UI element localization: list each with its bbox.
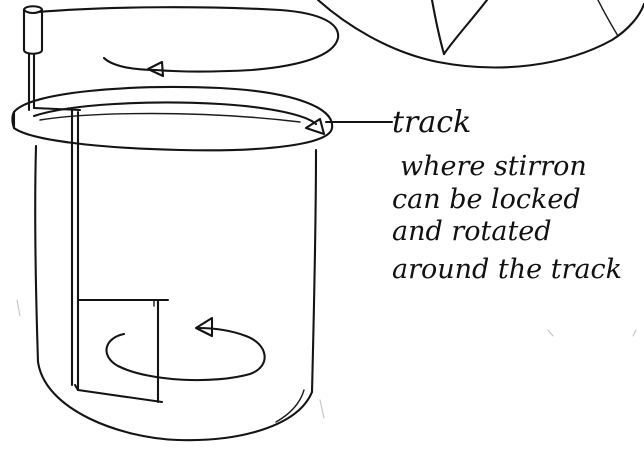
track-direction-arrow [306,119,324,134]
lower-rotation-path [107,318,265,380]
track-label: track [392,105,471,140]
note-line-4: around the track [392,254,622,285]
stirrer-rod [24,6,80,390]
upper-bowl-shape [318,0,644,67]
note-line-3: and rotated [392,216,552,247]
track-description: where stirron can be locked and rotated … [392,151,622,285]
upper-rotation-path [38,7,338,76]
stirrer-paddle [78,300,168,402]
lower-direction-arrow [196,318,212,336]
note-line-2: can be locked [392,184,581,215]
track-ring [13,87,333,150]
note-line-1: where stirron [400,151,587,182]
